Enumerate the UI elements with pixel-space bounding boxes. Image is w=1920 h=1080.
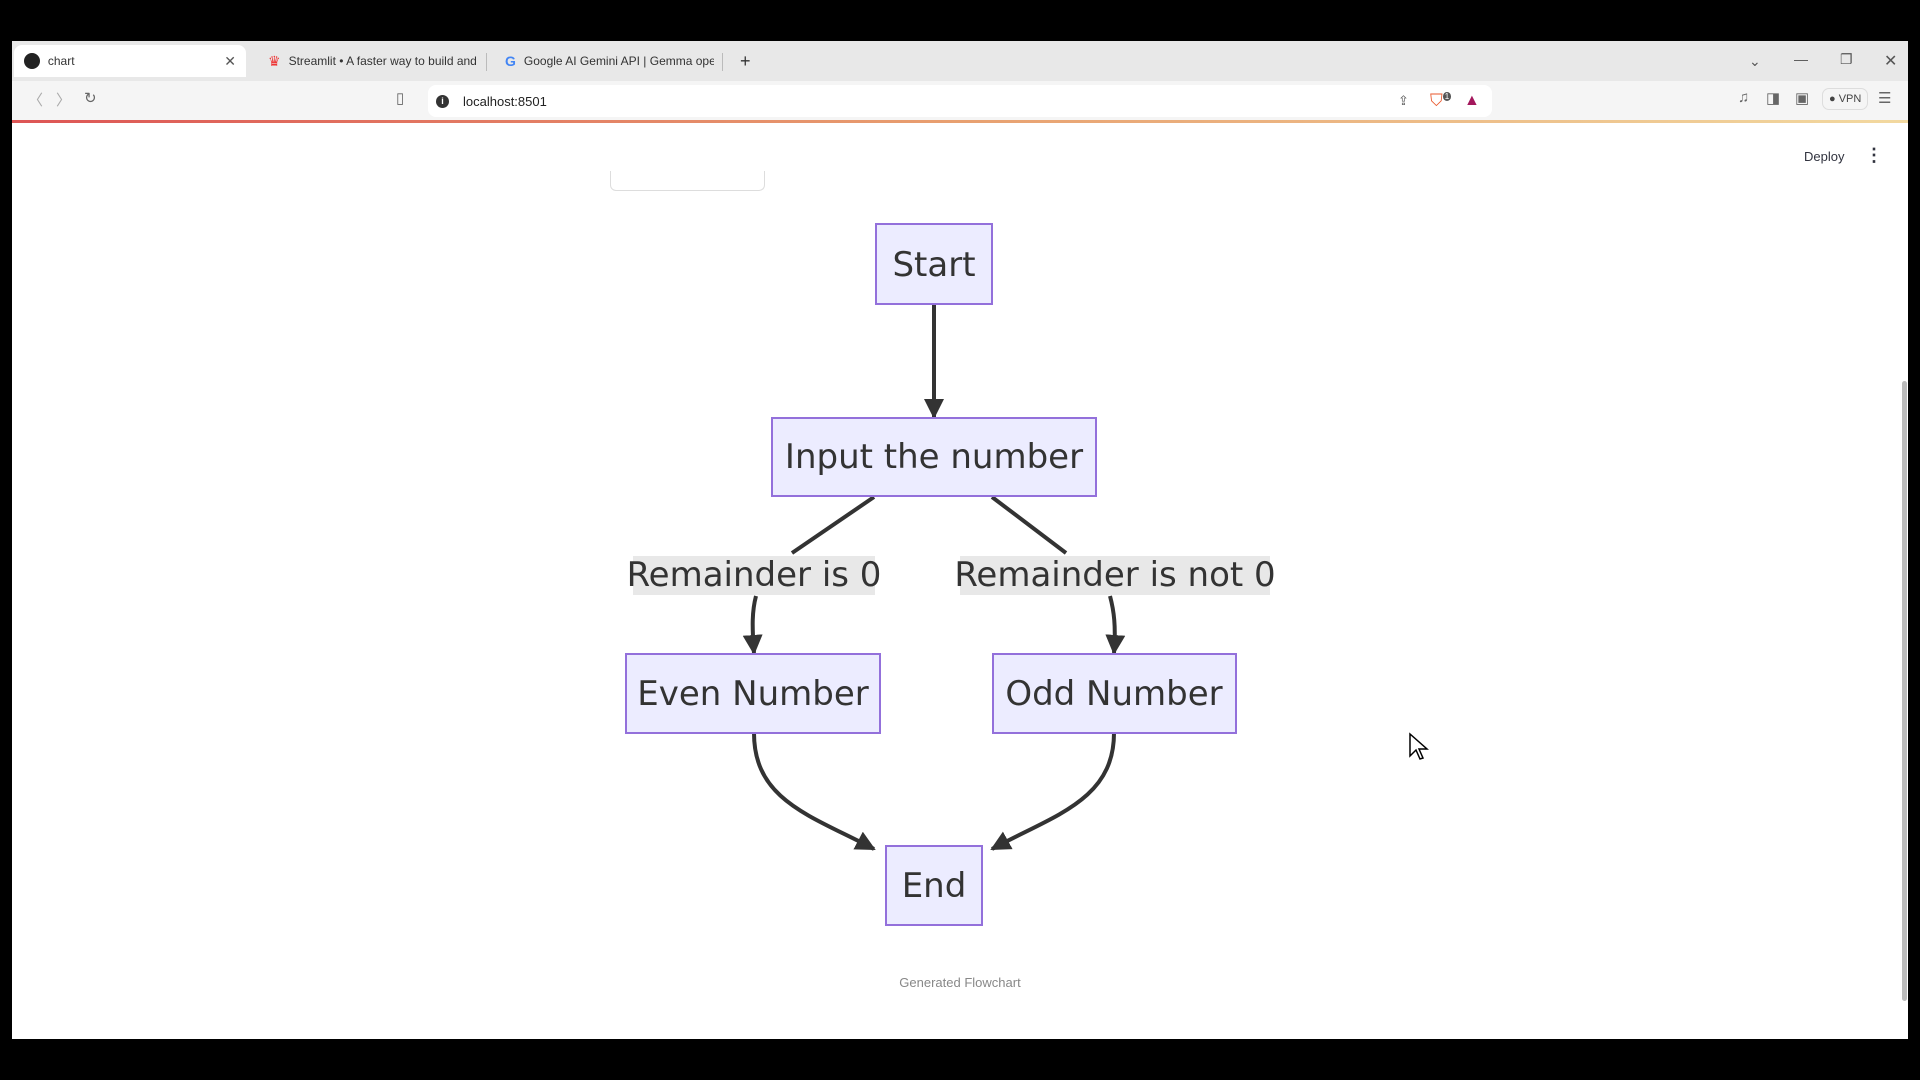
scrollbar[interactable]: [1902, 381, 1907, 1001]
deploy-button[interactable]: Deploy: [1804, 149, 1845, 164]
forward-icon[interactable]: 〉: [56, 92, 72, 109]
restore-icon[interactable]: ❐: [1840, 51, 1853, 67]
media-icon[interactable]: ♫: [1738, 89, 1750, 106]
tab-title: Streamlit • A faster way to build and: [288, 54, 476, 68]
streamlit-crown-icon: ♛: [268, 52, 281, 69]
loading-gradient-line: [12, 120, 1908, 123]
edge-input-odd: [990, 495, 1115, 653]
node-end-label: End: [902, 866, 967, 906]
edge-label-bg: [633, 556, 875, 595]
node-end: [885, 845, 983, 926]
plus-icon: +: [740, 50, 751, 71]
reload-icon[interactable]: ↻: [84, 90, 97, 107]
new-tab-button[interactable]: +: [730, 45, 761, 77]
bookmark-icon[interactable]: ▯: [396, 90, 405, 107]
edge-odd-end: [990, 732, 1116, 851]
url-text[interactable]: localhost:8501: [463, 93, 547, 109]
node-input: [771, 417, 1097, 497]
streamlit-favicon-icon: [24, 53, 40, 69]
tab-bar: chart ✕ ♛ Streamlit • A faster way to bu…: [12, 41, 1908, 81]
node-even-label: Even Number: [637, 674, 868, 714]
site-info-icon[interactable]: i: [436, 94, 449, 108]
sidebar-icon[interactable]: ◨: [1766, 90, 1781, 107]
close-tab-icon[interactable]: ✕: [224, 52, 236, 69]
wallet-icon[interactable]: ▣: [1795, 90, 1810, 107]
edge-input-even: [753, 495, 876, 653]
shields-badge: 1: [1442, 92, 1452, 102]
share-icon[interactable]: ⇪: [1398, 93, 1409, 108]
node-start: [875, 223, 993, 305]
brave-shields-icon[interactable]: ⛉1: [1430, 91, 1452, 110]
edge-even-end: [752, 732, 876, 851]
top-widget: [610, 171, 765, 191]
node-odd: [992, 653, 1237, 734]
tab-chart[interactable]: chart ✕: [14, 45, 246, 77]
browser-window: chart ✕ ♛ Streamlit • A faster way to bu…: [12, 41, 1908, 1039]
toolbar: 〈 〉 ↻ ▯ i localhost:8501 ⇪ ⛉1 ▲ ♫ ◨ ▣ ● …: [12, 81, 1908, 121]
flowchart: Start Input the number Even Number Odd N…: [625, 223, 1276, 926]
google-icon: G: [505, 53, 516, 69]
node-start-label: Start: [892, 245, 975, 285]
address-bar[interactable]: i localhost:8501 ⇪ ⛉1 ▲: [428, 85, 1492, 117]
vpn-label: VPN: [1838, 93, 1862, 105]
chart-caption: Generated Flowchart: [899, 975, 1021, 990]
tab-separator: [486, 53, 487, 71]
edge-label-not-zero: Remainder is not 0: [954, 555, 1275, 595]
main-menu-icon[interactable]: ⋮: [1865, 145, 1883, 165]
hamburger-menu-icon[interactable]: ☰: [1878, 90, 1892, 107]
node-odd-label: Odd Number: [1005, 674, 1222, 714]
mouse-cursor-icon: [1409, 732, 1429, 760]
tab-separator: [722, 53, 723, 71]
tab-title: chart: [47, 54, 75, 68]
tab-streamlit[interactable]: ♛ Streamlit • A faster way to build and: [258, 45, 486, 77]
node-even: [625, 653, 881, 734]
edge-label-bg: [960, 556, 1270, 595]
node-input-label: Input the number: [785, 437, 1083, 477]
close-window-icon[interactable]: ✕: [1884, 53, 1898, 70]
edge-label-zero: Remainder is 0: [627, 555, 882, 595]
tab-gemini[interactable]: G Google AI Gemini API | Gemma ope: [495, 45, 725, 77]
brave-rewards-icon[interactable]: ▲: [1464, 92, 1480, 109]
vpn-button[interactable]: ● VPN: [1822, 88, 1869, 110]
tab-search-chevron-icon[interactable]: ⌄: [1749, 53, 1761, 69]
minimize-icon[interactable]: —: [1794, 51, 1808, 67]
tab-title: Google AI Gemini API | Gemma ope: [523, 54, 714, 68]
back-icon[interactable]: 〈: [28, 92, 44, 109]
